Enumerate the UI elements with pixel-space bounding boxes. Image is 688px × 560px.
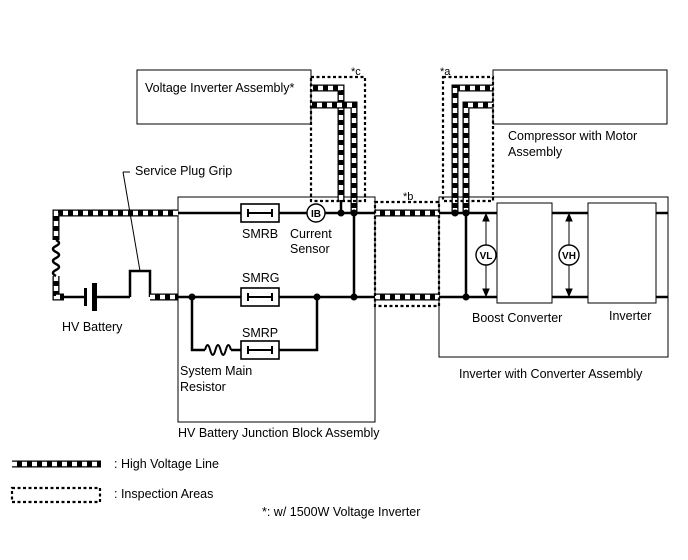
high-voltage-lines	[52, 84, 493, 301]
inspection-area-c	[309, 75, 367, 203]
junction-block-box	[177, 196, 376, 423]
footnote: *: w/ 1500W Voltage Inverter	[262, 505, 420, 519]
hv-battery-label: HV Battery	[62, 320, 123, 334]
resistor-coil-icon	[204, 344, 232, 356]
area-marker-a: *a	[440, 66, 451, 78]
inverter-block	[587, 202, 657, 304]
battery-symbol-icon	[84, 283, 97, 311]
smrg-label: SMRG	[242, 271, 280, 285]
smrp-relay-icon	[240, 340, 280, 360]
inspection-area-a	[441, 75, 495, 203]
boost-converter-block	[496, 202, 553, 304]
smrp-label: SMRP	[242, 326, 278, 340]
vh-sensor-icon: VH	[558, 244, 580, 266]
current-sensor-label-2: Sensor	[290, 242, 330, 256]
junction-block-label: HV Battery Junction Block Assembly	[178, 426, 380, 440]
service-plug-label: Service Plug Grip	[135, 164, 232, 178]
wiring	[58, 171, 668, 352]
voltage-inverter-box	[136, 69, 312, 125]
junction-dots	[188, 209, 470, 301]
vh-label: VH	[562, 251, 576, 262]
compressor-label-2: Assembly	[508, 145, 563, 159]
legend: : High Voltage Line : Inspection Areas *…	[10, 457, 420, 519]
smrb-label: SMRB	[242, 227, 278, 241]
vl-sensor-icon: VL	[475, 244, 497, 266]
battery-coil-icon	[51, 238, 61, 278]
inspection-area-b	[373, 200, 441, 308]
legend-inspection-label: : Inspection Areas	[114, 487, 213, 501]
smrg-relay-icon	[240, 287, 280, 307]
area-marker-b: *b	[403, 191, 413, 203]
compressor-box	[492, 69, 668, 125]
inverter-label: Inverter	[609, 309, 651, 323]
system-main-resistor-label-1: System Main	[180, 364, 252, 378]
system-main-resistor-label-2: Resistor	[180, 380, 226, 394]
inverter-converter-label: Inverter with Converter Assembly	[459, 367, 643, 381]
smrb-relay-icon	[240, 203, 280, 223]
legend-high-voltage-label: : High Voltage Line	[114, 457, 219, 471]
voltage-inverter-label: Voltage Inverter Assembly*	[145, 81, 295, 95]
current-sensor-label-1: Current	[290, 227, 332, 241]
area-marker-c: *c	[351, 66, 361, 78]
vl-label: VL	[480, 251, 493, 262]
current-sensor-symbol: IB	[311, 209, 321, 220]
boost-converter-label: Boost Converter	[472, 311, 562, 325]
compressor-label-1: Compressor with Motor	[508, 129, 637, 143]
current-sensor-icon: IB	[306, 203, 326, 223]
inspection-areas	[309, 75, 495, 308]
